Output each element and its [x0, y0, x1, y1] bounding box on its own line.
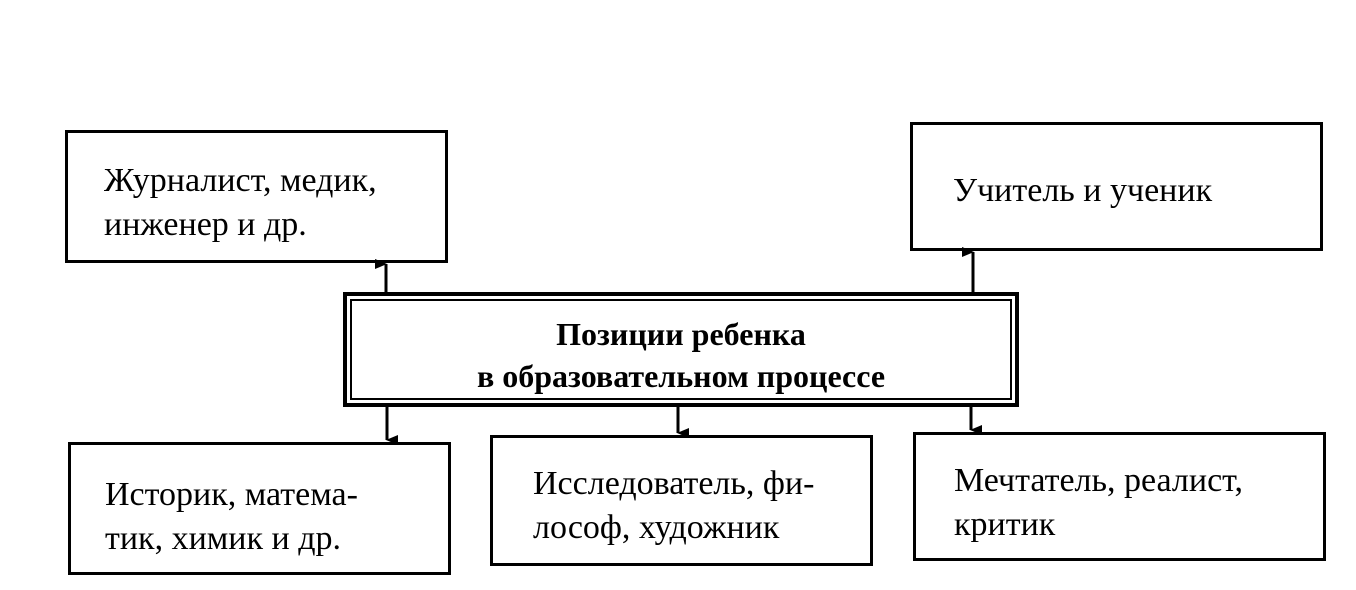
box-bottom-right: Мечтатель, реалист, критик [913, 432, 1326, 561]
box-text-line: тик, химик и др. [105, 520, 341, 557]
central-box: Позиции ребенка в образовательном процес… [343, 292, 1019, 407]
box-text-line: Журналист, медик, [104, 162, 377, 199]
central-title-line1: Позиции ребенка [556, 316, 806, 352]
box-text-line: Учитель и ученик [953, 172, 1213, 209]
box-top-right: Учитель и ученик [910, 122, 1323, 251]
box-text-line: Историк, матема- [105, 476, 358, 513]
central-title-line2: в образовательном процессе [476, 358, 886, 394]
box-text-line: Исследователь, фи- [533, 465, 815, 502]
box-bottom-middle: Исследователь, фи- лософ, художник [490, 435, 873, 566]
box-text-line: критик [954, 506, 1056, 543]
box-top-left: Журналист, медик, инженер и др. [65, 130, 448, 263]
box-text-line: Мечтатель, реалист, [954, 462, 1243, 499]
box-text-line: лософ, художник [533, 509, 780, 546]
box-bottom-left: Историк, матема- тик, химик и др. [68, 442, 451, 575]
box-text-line: инженер и др. [104, 206, 307, 243]
